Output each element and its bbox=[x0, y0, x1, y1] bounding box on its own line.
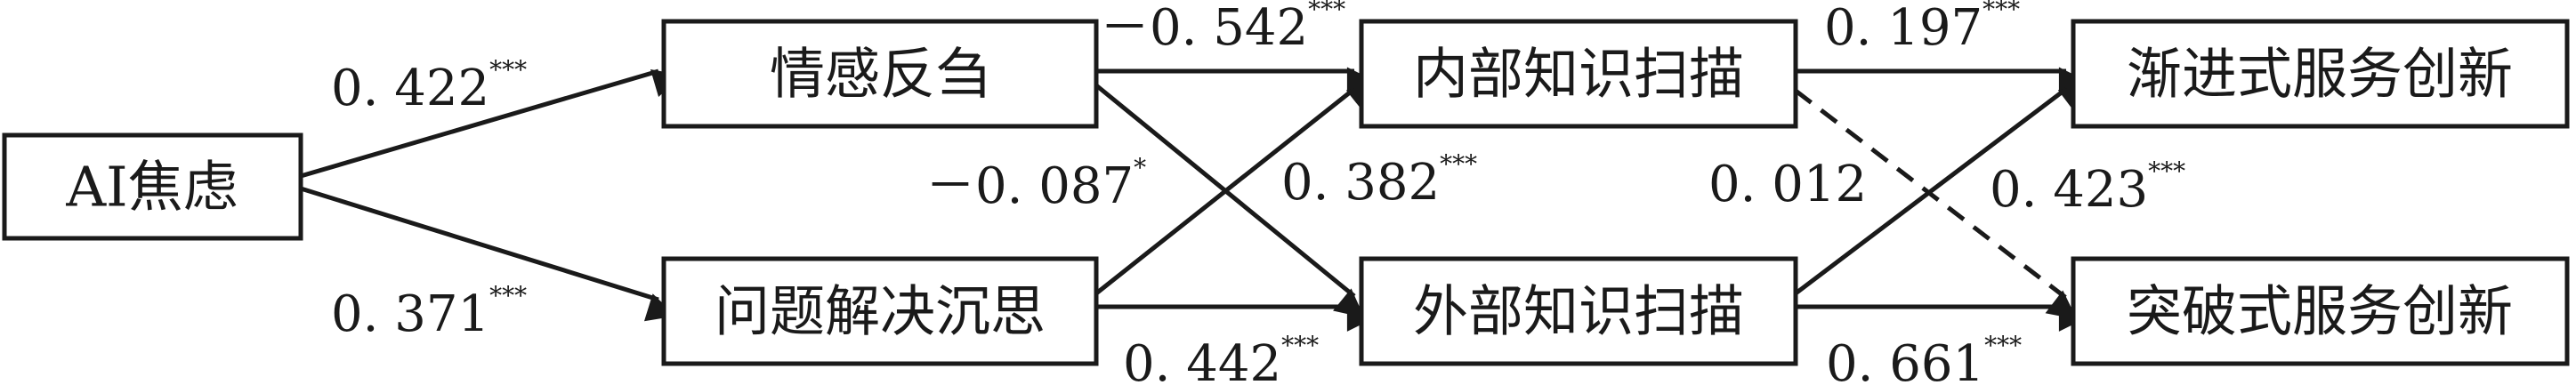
coef-sig: *** bbox=[1982, 0, 2020, 24]
edge-problem-to-internal bbox=[1094, 84, 1378, 295]
coef-internal-to-radical: 0. 012 bbox=[1708, 156, 1867, 213]
node-incremental-service-innovation: 渐进式服务创新 bbox=[2071, 19, 2570, 129]
edge-internal-to-radical bbox=[1794, 89, 2078, 320]
node-external-knowledge-scanning: 外部知识扫描 bbox=[1359, 256, 1798, 366]
coef-external-to-radical: 0. 661*** bbox=[1826, 331, 2022, 385]
coef-value: 0. 012 bbox=[1708, 156, 1867, 213]
coef-value: 0. 422 bbox=[331, 60, 489, 117]
coef-sig: *** bbox=[1984, 331, 2022, 360]
node-affective-rumination: 情感反刍 bbox=[661, 19, 1099, 129]
coef-affective-to-internal: －0. 542*** bbox=[1100, 0, 1345, 57]
coef-sig: *** bbox=[489, 281, 527, 310]
path-coefficients: 0. 422*** 0. 371*** －0. 542*** －0. 087* … bbox=[331, 0, 2185, 385]
coef-internal-to-incremental: 0. 197*** bbox=[1824, 0, 2020, 57]
coef-value: 0. 371 bbox=[331, 285, 489, 343]
node-label-ai-anxiety: AI焦虑 bbox=[65, 155, 238, 220]
node-ai-anxiety: AI焦虑 bbox=[2, 132, 303, 241]
coef-ai-to-affective: 0. 422*** bbox=[331, 55, 527, 117]
edges bbox=[300, 67, 2090, 332]
coef-value: 0. 197 bbox=[1824, 0, 1982, 57]
node-label-external-knowledge-scanning: 外部知识扫描 bbox=[1413, 279, 1744, 344]
coef-sig: *** bbox=[489, 55, 527, 84]
node-label-incremental-service-innovation: 渐进式服务创新 bbox=[2127, 42, 2513, 107]
coef-sig: *** bbox=[2148, 156, 2185, 186]
node-problem-solving-pondering: 问题解决沉思 bbox=[661, 256, 1099, 366]
coef-value: 0. 661 bbox=[1826, 335, 1984, 385]
coef-value: 0. 442 bbox=[1123, 335, 1281, 385]
coef-sig: *** bbox=[1281, 331, 1319, 360]
node-label-affective-rumination: 情感反刍 bbox=[770, 42, 990, 107]
coef-sig: *** bbox=[1440, 149, 1477, 179]
node-label-problem-solving-pondering: 问题解决沉思 bbox=[715, 279, 1046, 344]
coef-external-to-incremental: 0. 423*** bbox=[1990, 156, 2185, 219]
edge-ai-to-affective bbox=[300, 68, 682, 179]
coef-problem-to-external: 0. 442*** bbox=[1123, 331, 1319, 385]
node-internal-knowledge-scanning: 内部知识扫描 bbox=[1359, 19, 1798, 129]
nodes: AI焦虑 情感反刍 问题解决沉思 内部知识扫描 外部知识扫描 渐进式服务创新 突… bbox=[2, 19, 2570, 366]
coef-problem-to-internal: 0. 382*** bbox=[1281, 149, 1477, 212]
coef-value: 0. 382 bbox=[1281, 154, 1440, 212]
node-label-internal-knowledge-scanning: 内部知识扫描 bbox=[1413, 42, 1744, 107]
coef-value: －0. 542 bbox=[1100, 0, 1308, 57]
coef-sig: * bbox=[1134, 153, 1146, 182]
coef-affective-to-external: －0. 087* bbox=[925, 153, 1146, 215]
coef-value: 0. 423 bbox=[1990, 161, 2148, 219]
node-label-radical-service-innovation: 突破式服务创新 bbox=[2127, 279, 2513, 344]
node-radical-service-innovation: 突破式服务创新 bbox=[2071, 256, 2570, 366]
edge-ai-to-problem bbox=[300, 186, 676, 322]
coef-sig: *** bbox=[1308, 0, 1345, 24]
coef-value: －0. 087 bbox=[925, 157, 1134, 215]
edge-external-to-incremental bbox=[1794, 84, 2090, 295]
coef-ai-to-problem: 0. 371*** bbox=[331, 281, 527, 343]
